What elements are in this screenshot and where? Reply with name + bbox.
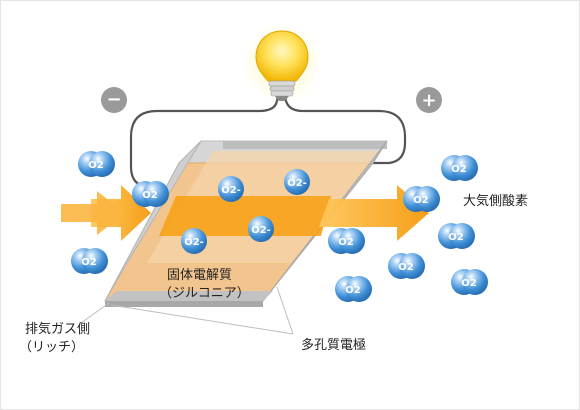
o2-molecule: O2 (132, 181, 169, 207)
oxide-ion: O2- (248, 216, 274, 242)
o2-molecule: O2 (451, 269, 488, 295)
zirconia-label: （ジルコニア） (159, 286, 250, 301)
circuit-wire (129, 92, 407, 189)
oxide-ion-label: O2- (251, 225, 271, 236)
o2-label: O2 (345, 285, 361, 296)
o2-molecule: O2 (388, 253, 425, 279)
oxide-ion: O2- (181, 228, 207, 254)
o2-label: O2 (88, 160, 104, 171)
o2-molecule: O2 (71, 248, 108, 274)
electrolyte-label: 固体電解質 (167, 268, 233, 283)
oxide-ion-label: O2- (287, 178, 307, 189)
minus-terminal-icon: − (101, 87, 127, 113)
electrode-front-lip (105, 301, 263, 307)
callout-exhaust (80, 302, 110, 324)
o2-label: O2 (81, 257, 97, 268)
oxide-ion: O2- (284, 169, 310, 195)
oxide-ion: O2- (218, 176, 244, 202)
o2-molecule: O2 (335, 276, 372, 302)
o2-molecule: O2 (441, 155, 478, 181)
o2-label: O2 (142, 190, 158, 201)
oxide-ion-label: O2- (184, 237, 204, 248)
oxide-ion-label: O2- (221, 185, 241, 196)
o2-label: O2 (398, 262, 414, 273)
o2-label: O2 (461, 278, 477, 289)
callout-electrode-1 (110, 304, 294, 335)
plus-terminal-icon: + (416, 87, 442, 113)
o2-molecule: O2 (78, 151, 115, 177)
callout-electrode-2 (276, 286, 294, 335)
light-bulb-icon (242, 23, 322, 103)
o2-molecule: O2 (438, 223, 475, 249)
plus-sign: + (421, 90, 436, 111)
exhaust-side-label: 排気ガス側 (25, 322, 91, 337)
o2-label: O2 (338, 237, 354, 248)
electrode-left-rail (104, 140, 202, 302)
o2-molecule: O2 (403, 186, 440, 212)
porous-electrode-label: 多孔質電極 (301, 338, 367, 353)
atmosphere-side-label: 大気側酸素 (463, 194, 529, 209)
o2-label: O2 (413, 195, 429, 206)
o2-label: O2 (451, 164, 467, 175)
o2-molecule: O2 (328, 228, 365, 254)
rich-label: （リッチ） (19, 340, 85, 355)
electrode-front-edge (105, 291, 273, 301)
electrode-right-rail (262, 140, 388, 302)
electrode-back-wall (223, 141, 387, 149)
o2-label: O2 (448, 232, 464, 243)
minus-sign: − (106, 89, 121, 110)
